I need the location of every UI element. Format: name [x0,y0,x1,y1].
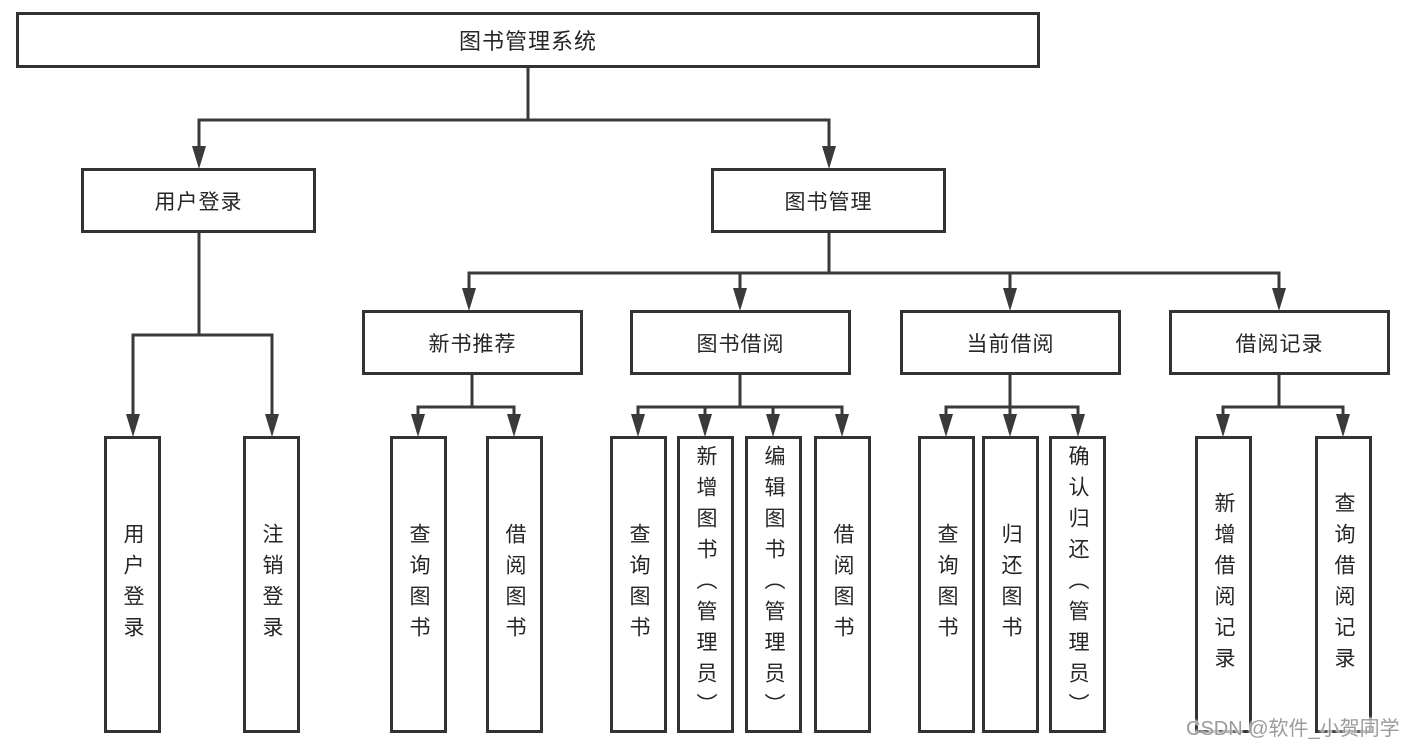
node-borrow-books-leaf: 借阅图书 [814,436,871,733]
node-borrow-books-recommend-label: 借阅图书 [503,522,526,647]
node-book-borrow: 图书借阅 [630,310,851,375]
node-logout: 注销登录 [243,436,300,733]
node-return-book-label: 归还图书 [999,522,1022,647]
node-query-borrow-record-label: 查询借阅记录 [1332,491,1355,678]
node-borrow-books-recommend: 借阅图书 [486,436,543,733]
node-query-books-recommend-label: 查询图书 [407,522,430,647]
node-return-book: 归还图书 [982,436,1039,733]
node-confirm-return-admin: 确认归还（管理员） [1049,436,1106,733]
node-root: 图书管理系统 [16,12,1040,68]
node-new-book-recommend: 新书推荐 [362,310,583,375]
node-user-login-leaf: 用户登录 [104,436,161,733]
node-borrow-records-label: 借阅记录 [1235,332,1324,356]
node-book-management-label: 图书管理 [784,190,873,214]
arrowheads [126,146,1350,437]
node-query-books-current-label: 查询图书 [935,522,958,647]
node-logout-label: 注销登录 [260,522,283,647]
node-user-login-leaf-label: 用户登录 [121,522,144,647]
node-query-books-current: 查询图书 [918,436,975,733]
node-current-borrow-label: 当前借阅 [966,332,1055,356]
node-borrow-books-leaf-label: 借阅图书 [831,522,854,647]
node-user-login-label: 用户登录 [154,190,243,214]
node-add-borrow-record: 新增借阅记录 [1195,436,1252,733]
watermark-text: CSDN @软件_小贺同学 [1186,718,1400,740]
node-edit-book-admin-label: 编辑图书（管理员） [762,445,785,724]
node-confirm-return-admin-label: 确认归还（管理员） [1066,445,1089,724]
node-book-borrow-label: 图书借阅 [696,332,785,356]
node-root-label: 图书管理系统 [458,29,597,54]
node-query-borrow-record: 查询借阅记录 [1315,436,1372,733]
node-query-books-recommend: 查询图书 [390,436,447,733]
node-query-books-borrow-label: 查询图书 [627,522,650,647]
node-book-management: 图书管理 [711,168,946,233]
node-query-books-borrow: 查询图书 [610,436,667,733]
node-add-borrow-record-label: 新增借阅记录 [1212,491,1235,678]
node-new-book-recommend-label: 新书推荐 [428,332,517,356]
node-current-borrow: 当前借阅 [900,310,1121,375]
node-edit-book-admin: 编辑图书（管理员） [745,436,802,733]
node-add-book-admin: 新增图书（管理员） [677,436,734,733]
node-borrow-records: 借阅记录 [1169,310,1390,375]
node-user-login: 用户登录 [81,168,316,233]
node-add-book-admin-label: 新增图书（管理员） [694,445,717,724]
